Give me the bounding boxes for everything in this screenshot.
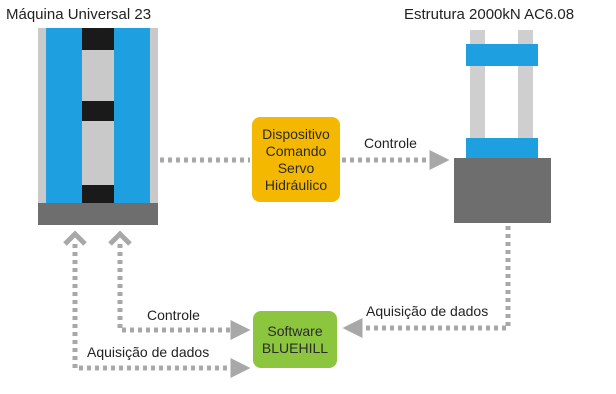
servo-box-shape xyxy=(252,117,340,202)
label-left-aquisicao: Aquisição de dados xyxy=(87,344,210,360)
label-right-to-software-aquisicao: Aquisição de dados xyxy=(366,303,489,319)
machine-right-title: Estrutura 2000kN AC6.08 xyxy=(404,6,575,23)
servo-line-1: Dispositivo xyxy=(262,125,330,142)
chevron-up-icon xyxy=(63,230,87,246)
machine-left-title: Máquina Universal 23 xyxy=(6,6,152,23)
machine-left-column-left xyxy=(46,28,82,208)
software-box: Software BLUEHILL xyxy=(253,311,337,368)
machine-left-column-right xyxy=(114,28,150,208)
label-servo-to-right-controle: Controle xyxy=(364,135,417,151)
connector-left-acquisition xyxy=(72,244,251,378)
machine-right-crosshead-bottom xyxy=(466,138,538,160)
software-line-1: Software xyxy=(267,322,323,339)
machine-left-crosshead-bottom xyxy=(82,185,114,203)
servo-line-4: Hidráulico xyxy=(264,176,328,193)
machine-left-base xyxy=(38,203,158,225)
servo-line-3: Servo xyxy=(277,159,315,176)
machine-right xyxy=(454,30,551,223)
machine-left xyxy=(38,28,158,225)
software-line-2: BLUEHILL xyxy=(261,339,329,356)
servo-line-2: Comando xyxy=(265,142,327,159)
machine-left-crosshead-middle xyxy=(82,101,114,121)
servo-box: Dispositivo Comando Servo Hidráulico xyxy=(252,117,340,202)
machine-right-base xyxy=(454,158,551,223)
machine-right-crosshead-top xyxy=(466,44,538,66)
connector-left-control xyxy=(117,244,251,340)
label-left-controle: Controle xyxy=(147,307,200,323)
software-box-shape xyxy=(253,311,337,368)
chevron-up-icon xyxy=(108,230,132,246)
connector-right-to-software xyxy=(342,226,511,338)
machine-left-crosshead-top xyxy=(82,28,114,50)
